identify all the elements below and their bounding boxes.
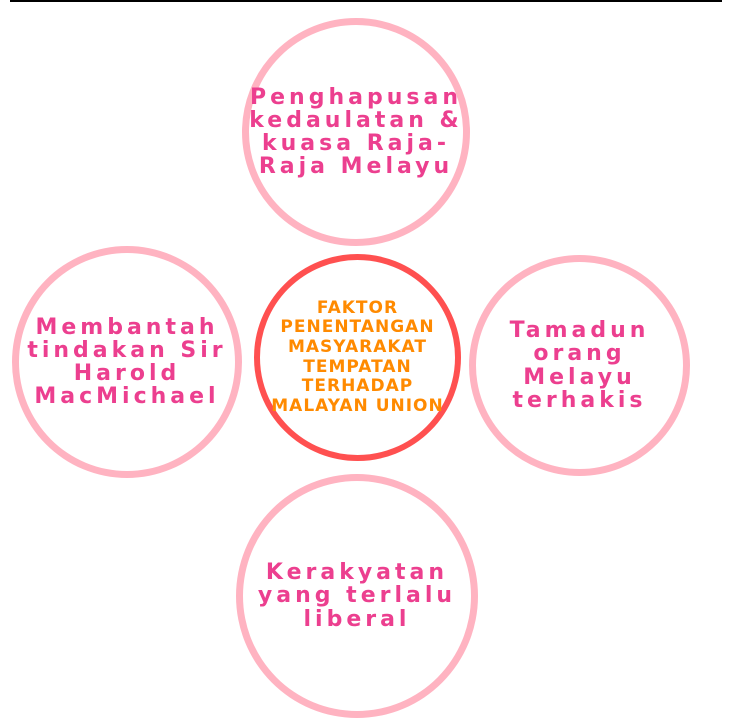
text-line: Tamadun <box>509 318 650 344</box>
text-line: PENENTANGAN <box>280 317 435 338</box>
text-line: MacMichael <box>34 384 220 410</box>
text-line: kuasa Raja- <box>261 131 451 156</box>
node-left: Membantah tindakan Sir Harold MacMichael <box>12 246 242 478</box>
text-line: FAKTOR <box>316 297 399 318</box>
node-bottom: Kerakyatan yang terlalu liberal <box>236 474 478 718</box>
text-line: liberal <box>303 606 411 632</box>
text-line: terhakis <box>512 387 647 413</box>
text-line: tindakan Sir <box>27 337 227 363</box>
text-line: Raja Melayu <box>258 154 454 180</box>
node-bottom-text: Kerakyatan yang terlalu liberal <box>258 561 456 630</box>
text-line: Harold <box>73 361 181 386</box>
node-top: Penghapusan kedaulatan & kuasa Raja- Raj… <box>242 18 470 246</box>
text-line: MASYARAKAT <box>287 336 427 357</box>
node-center: FAKTOR PENENTANGAN MASYARAKAT TEMPATAN T… <box>254 254 461 461</box>
node-top-text: Penghapusan kedaulatan & kuasa Raja- Raj… <box>249 86 462 178</box>
node-right: Tamadun orang Melayu terhakis <box>469 255 690 476</box>
node-right-text: Tamadun orang Melayu terhakis <box>476 319 683 411</box>
text-line: Kerakyatan <box>265 560 449 586</box>
text-line: orang Melayu <box>523 341 636 390</box>
text-line: yang terlalu <box>257 583 457 609</box>
text-line: Membantah <box>35 314 219 340</box>
top-divider <box>10 0 722 2</box>
text-line: TEMPATAN <box>303 356 412 377</box>
node-left-text: Membantah tindakan Sir Harold MacMichael <box>27 316 226 408</box>
node-center-text: FAKTOR PENENTANGAN MASYARAKAT TEMPATAN T… <box>271 297 444 416</box>
text-line: kedaulatan & <box>249 107 463 133</box>
text-line: TERHADAP <box>301 376 414 397</box>
text-line: MALAYAN UNION <box>271 395 444 416</box>
text-line: Penghapusan <box>250 84 462 110</box>
